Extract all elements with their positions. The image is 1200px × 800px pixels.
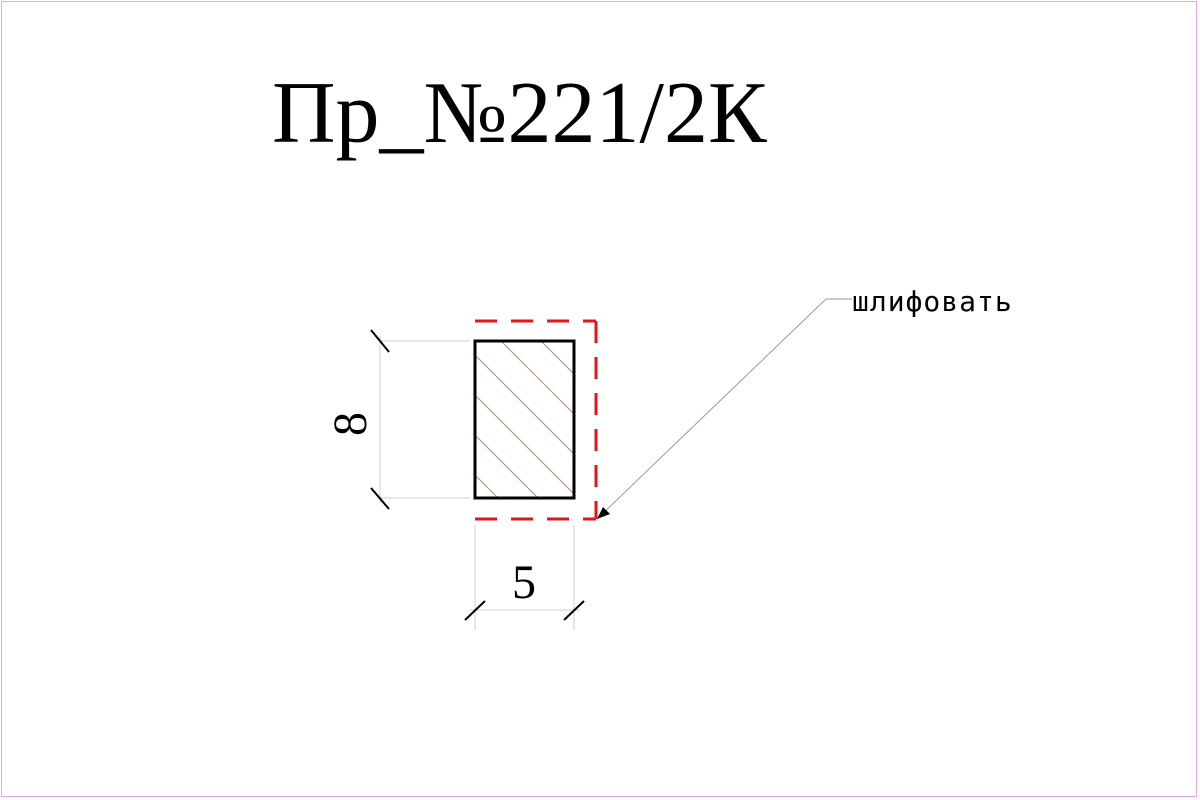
section-outline <box>473 339 576 500</box>
height-value: 8 <box>324 412 377 436</box>
grind-surface-marker <box>475 319 598 521</box>
grind-leader: шлифовать <box>596 285 1013 520</box>
tick-top <box>370 329 390 353</box>
height-dimension: 8 <box>324 329 470 510</box>
width-dimension: 5 <box>464 525 585 630</box>
grind-annotation: шлифовать <box>852 285 1013 318</box>
tick-bottom <box>370 487 390 510</box>
leader-arrowhead <box>597 507 610 519</box>
tick-right <box>563 600 585 621</box>
profile-title: Пр_№221/2К <box>272 65 767 162</box>
tick-left <box>464 600 486 621</box>
leader-line <box>596 298 852 520</box>
width-value: 5 <box>512 556 536 609</box>
section-hatching <box>475 341 574 498</box>
